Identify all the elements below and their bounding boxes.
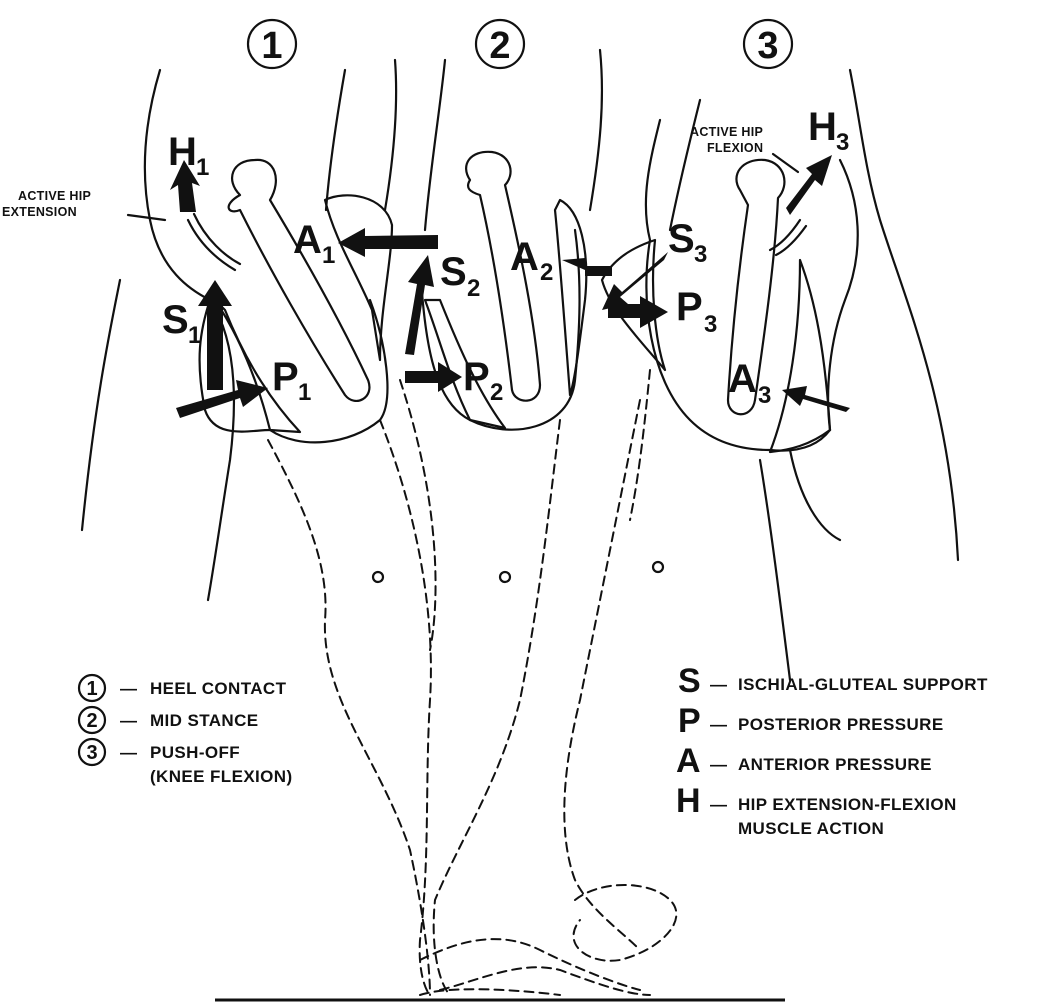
svg-text:POSTERIOR PRESSURE: POSTERIOR PRESSURE — [738, 715, 944, 734]
svg-text:—: — — [710, 675, 727, 694]
svg-text:S: S — [678, 662, 701, 700]
svg-text:2: 2 — [490, 379, 503, 406]
svg-text:H: H — [808, 105, 837, 149]
svg-text:1: 1 — [86, 678, 97, 700]
svg-text:—: — — [710, 715, 727, 734]
svg-text:H: H — [168, 130, 197, 174]
svg-text:MUSCLE ACTION: MUSCLE ACTION — [738, 819, 884, 838]
svg-text:(KNEE FLEXION): (KNEE FLEXION) — [150, 767, 293, 786]
svg-text:PUSH-OFF: PUSH-OFF — [150, 743, 240, 762]
arrow-s3 — [602, 252, 668, 310]
svg-text:—: — — [120, 679, 137, 698]
phase-legend: 1 — HEEL CONTACT 2 — MID STANCE 3 — PUSH… — [79, 675, 293, 786]
svg-text:S: S — [440, 250, 467, 294]
svg-text:A: A — [728, 357, 757, 401]
svg-text:—: — — [120, 743, 137, 762]
svg-text:1: 1 — [196, 154, 209, 181]
svg-text:ANTERIOR PRESSURE: ANTERIOR PRESSURE — [738, 755, 932, 774]
svg-text:3: 3 — [704, 311, 717, 338]
phase-number-3: 3 — [744, 20, 792, 68]
marker-circle — [500, 572, 510, 582]
svg-text:P: P — [676, 285, 703, 329]
marker-circle — [373, 572, 383, 582]
note-hip-flexion-line2: FLEXION — [707, 141, 763, 155]
svg-text:1: 1 — [298, 379, 311, 406]
arrow-s2 — [405, 255, 434, 355]
force-legend-item-h: H — HIP EXTENSION-FLEXION MUSCLE ACTION — [676, 782, 957, 838]
dashed-trajectories — [268, 370, 676, 995]
svg-text:S: S — [162, 298, 189, 342]
svg-text:—: — — [120, 711, 137, 730]
svg-text:H: H — [676, 782, 701, 820]
force-legend-item-s: S — ISCHIAL-GLUTEAL SUPPORT — [678, 662, 988, 700]
svg-text:3: 3 — [757, 25, 778, 67]
svg-text:2: 2 — [86, 710, 97, 732]
svg-text:P: P — [272, 355, 299, 399]
arrow-h3 — [786, 155, 832, 215]
force-legend: S — ISCHIAL-GLUTEAL SUPPORT P — POSTERIO… — [676, 662, 988, 838]
svg-text:A: A — [510, 235, 539, 279]
svg-text:HIP EXTENSION-FLEXION: HIP EXTENSION-FLEXION — [738, 795, 957, 814]
marker-circle — [653, 562, 663, 572]
svg-text:2: 2 — [540, 259, 553, 286]
note-hip-flexion-line1: ACTIVE HIP — [690, 125, 763, 139]
svg-text:P: P — [463, 355, 490, 399]
svg-text:—: — — [710, 795, 727, 814]
note-hip-extension-line1: ACTIVE HIP — [18, 189, 91, 203]
svg-text:3: 3 — [836, 129, 849, 156]
phase-number-1: 1 — [248, 20, 296, 68]
force-legend-item-a: A — ANTERIOR PRESSURE — [676, 742, 932, 780]
svg-text:3: 3 — [694, 241, 707, 268]
svg-text:A: A — [676, 742, 701, 780]
svg-text:A: A — [293, 218, 322, 262]
svg-text:1: 1 — [188, 322, 201, 349]
note-hip-extension-line2: EXTENSION — [2, 205, 77, 219]
svg-text:P: P — [678, 702, 701, 740]
note-pointer-1 — [128, 215, 165, 220]
arrow-a2 — [562, 258, 612, 276]
arrow-a1 — [338, 228, 438, 257]
svg-text:2: 2 — [489, 25, 510, 67]
phase-legend-item-2: 2 — MID STANCE — [79, 707, 259, 733]
svg-text:ISCHIAL-GLUTEAL SUPPORT: ISCHIAL-GLUTEAL SUPPORT — [738, 675, 988, 694]
svg-text:1: 1 — [261, 25, 282, 67]
svg-text:3: 3 — [758, 382, 771, 409]
svg-text:1: 1 — [322, 242, 335, 269]
phase-legend-item-3: 3 — PUSH-OFF (KNEE FLEXION) — [79, 739, 293, 786]
svg-text:MID STANCE: MID STANCE — [150, 711, 259, 730]
phase-number-2: 2 — [476, 20, 524, 68]
svg-text:3: 3 — [86, 742, 97, 764]
arrow-a3 — [782, 386, 850, 412]
force-legend-item-p: P — POSTERIOR PRESSURE — [678, 702, 944, 740]
phase-legend-item-1: 1 — HEEL CONTACT — [79, 675, 287, 701]
svg-text:S: S — [668, 217, 695, 261]
svg-text:2: 2 — [467, 275, 480, 302]
femur-bones — [229, 152, 785, 414]
svg-text:HEEL CONTACT: HEEL CONTACT — [150, 679, 287, 698]
svg-text:—: — — [710, 755, 727, 774]
note-pointer-3 — [773, 154, 798, 172]
